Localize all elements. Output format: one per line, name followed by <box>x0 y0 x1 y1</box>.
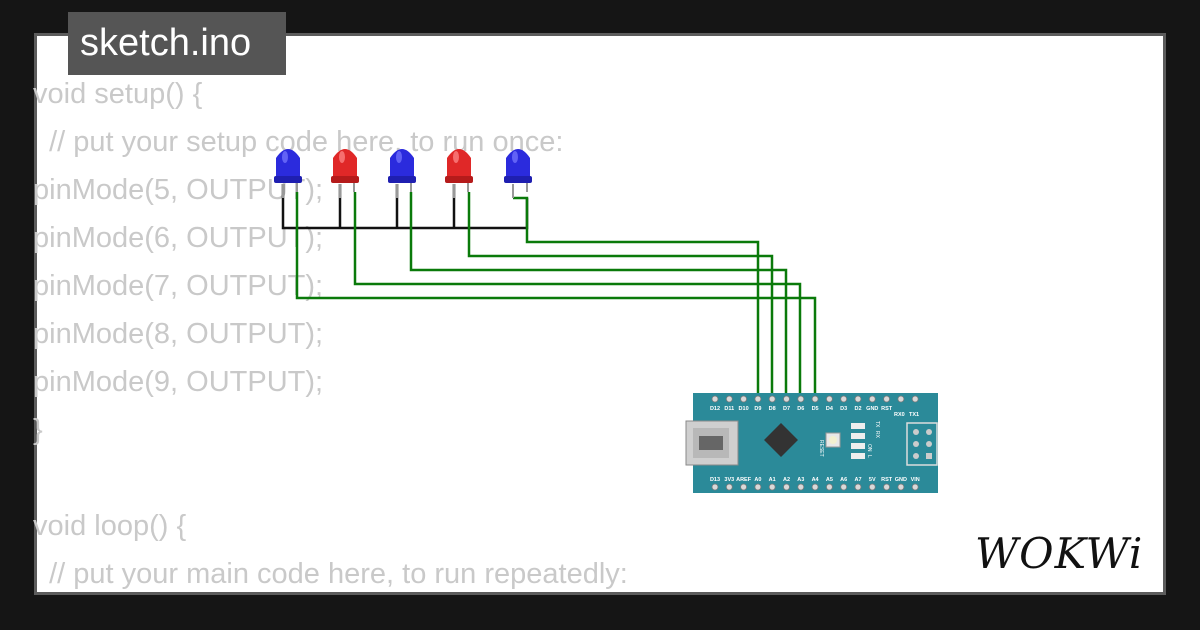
serial-label-tx1: TX1 <box>909 412 919 418</box>
top-pin-row[interactable] <box>711 395 919 403</box>
indicator-label-tx: TX <box>874 421 880 428</box>
indicator-leds <box>851 423 865 459</box>
bottom-pin-row[interactable] <box>711 483 919 491</box>
board-pin-top[interactable] <box>754 395 762 403</box>
reset-button[interactable] <box>825 432 841 448</box>
svg-text:WOKWi: WOKWi <box>975 529 1143 578</box>
board-pin-bottom[interactable] <box>811 483 819 491</box>
top-pin-label: D5 <box>812 406 819 412</box>
code-line: void setup() { <box>33 78 203 110</box>
bottom-pin-label: D13 <box>710 477 720 483</box>
indicator-label-rx: RX <box>874 431 880 439</box>
board-pin-bottom[interactable] <box>754 483 762 491</box>
wokwi-logo: WOKWi <box>975 529 1143 578</box>
file-tab[interactable]: sketch.ino <box>68 12 286 75</box>
top-pin-label: D8 <box>769 406 776 412</box>
bottom-pin-label: A0 <box>754 477 761 483</box>
board-pin-bottom[interactable] <box>868 483 876 491</box>
top-pin-label: D10 <box>739 406 749 412</box>
board-pin-top[interactable] <box>854 395 862 403</box>
board-pin-top[interactable] <box>840 395 848 403</box>
board-pin-top[interactable] <box>783 395 790 403</box>
bottom-pin-label: 5V <box>869 477 876 483</box>
bottom-pin-label: A6 <box>840 477 847 483</box>
code-line: } <box>33 414 43 446</box>
board-pin-bottom[interactable] <box>783 483 790 491</box>
led-2[interactable] <box>331 149 359 198</box>
top-pin-label: D7 <box>783 406 790 412</box>
board-pin-top[interactable] <box>868 395 876 403</box>
bottom-pin-label: A3 <box>797 477 804 483</box>
indicator-label-on: ON <box>866 444 872 452</box>
board-pin-bottom[interactable] <box>883 483 890 491</box>
code-line: pinMode(9, OUTPUT); <box>33 366 324 398</box>
led-1[interactable] <box>274 149 302 198</box>
indicator-label-l: L <box>866 455 872 458</box>
code-editor[interactable]: void setup() { // put your setup code he… <box>33 70 628 598</box>
bottom-pin-label: A1 <box>769 477 776 483</box>
top-pin-label: D6 <box>797 406 804 412</box>
code-line: // put your main code here, to run repea… <box>33 558 628 590</box>
bottom-pin-label: RST <box>881 477 893 483</box>
top-pin-label: RST <box>881 406 893 412</box>
led-4[interactable] <box>445 149 473 198</box>
code-line: pinMode(8, OUTPUT); <box>33 318 324 350</box>
board-pin-bottom[interactable] <box>826 483 833 491</box>
board-pin-top[interactable] <box>797 395 805 403</box>
top-pin-label: D11 <box>724 406 734 412</box>
bottom-pin-label: A5 <box>826 477 833 483</box>
code-line: pinMode(7, OUTPUT); <box>33 270 324 302</box>
ground-wires[interactable] <box>281 184 529 230</box>
usb-connector <box>685 420 739 466</box>
top-pin-label: D9 <box>754 406 761 412</box>
board-pin-top[interactable] <box>725 395 733 403</box>
top-pin-label: D2 <box>854 406 861 412</box>
board-pin-bottom[interactable] <box>840 483 848 491</box>
board-pin-bottom[interactable] <box>711 483 719 491</box>
board-pin-top[interactable] <box>811 395 819 403</box>
code-line: // put your setup code here, to run once… <box>33 126 564 158</box>
bottom-pin-label: AREF <box>736 477 752 483</box>
board-pin-top[interactable] <box>897 395 905 403</box>
board-pin-bottom[interactable] <box>768 483 776 491</box>
signal-wires[interactable] <box>295 192 817 398</box>
top-pin-label: GND <box>866 406 878 412</box>
board-pin-bottom[interactable] <box>854 483 862 491</box>
board-pin-bottom[interactable] <box>797 483 805 491</box>
top-pin-label: D12 <box>710 406 720 412</box>
board-pin-bottom[interactable] <box>740 483 747 491</box>
editor-card <box>34 33 1166 595</box>
bottom-pin-label: A7 <box>854 477 861 483</box>
serial-label-rx0: RX0 <box>894 412 905 418</box>
reset-label: RESET <box>818 440 824 457</box>
file-tab-title: sketch.ino <box>80 22 252 64</box>
board-pin-top[interactable] <box>911 395 919 403</box>
bottom-pin-label: VIN <box>911 477 920 483</box>
led-3[interactable] <box>388 149 416 198</box>
top-pin-label: D3 <box>840 406 847 412</box>
board-pin-top[interactable] <box>826 395 833 403</box>
board-pin-top[interactable] <box>740 395 747 403</box>
board-pin-bottom[interactable] <box>725 483 733 491</box>
top-pin-label: D4 <box>826 406 834 412</box>
code-line: void loop() { <box>33 510 187 542</box>
arduino-nano-board[interactable]: RESET TX RX ON L D12 D11 D10 D9 D8 D7 D6 D5 D4 D3… <box>685 393 938 493</box>
board-pin-bottom[interactable] <box>897 483 905 491</box>
board-pin-top[interactable] <box>883 395 890 403</box>
board-pin-bottom[interactable] <box>911 483 919 491</box>
board-pin-top[interactable] <box>711 395 719 403</box>
bottom-pin-label: A4 <box>812 477 820 483</box>
bottom-pin-label: 3V3 <box>724 477 734 483</box>
board-pin-top[interactable] <box>768 395 776 403</box>
icsp-header <box>906 422 938 466</box>
microcontroller-chip <box>764 423 798 457</box>
bottom-pin-label: A2 <box>783 477 790 483</box>
led-5[interactable] <box>504 149 532 198</box>
bottom-pin-label: GND <box>895 477 907 483</box>
